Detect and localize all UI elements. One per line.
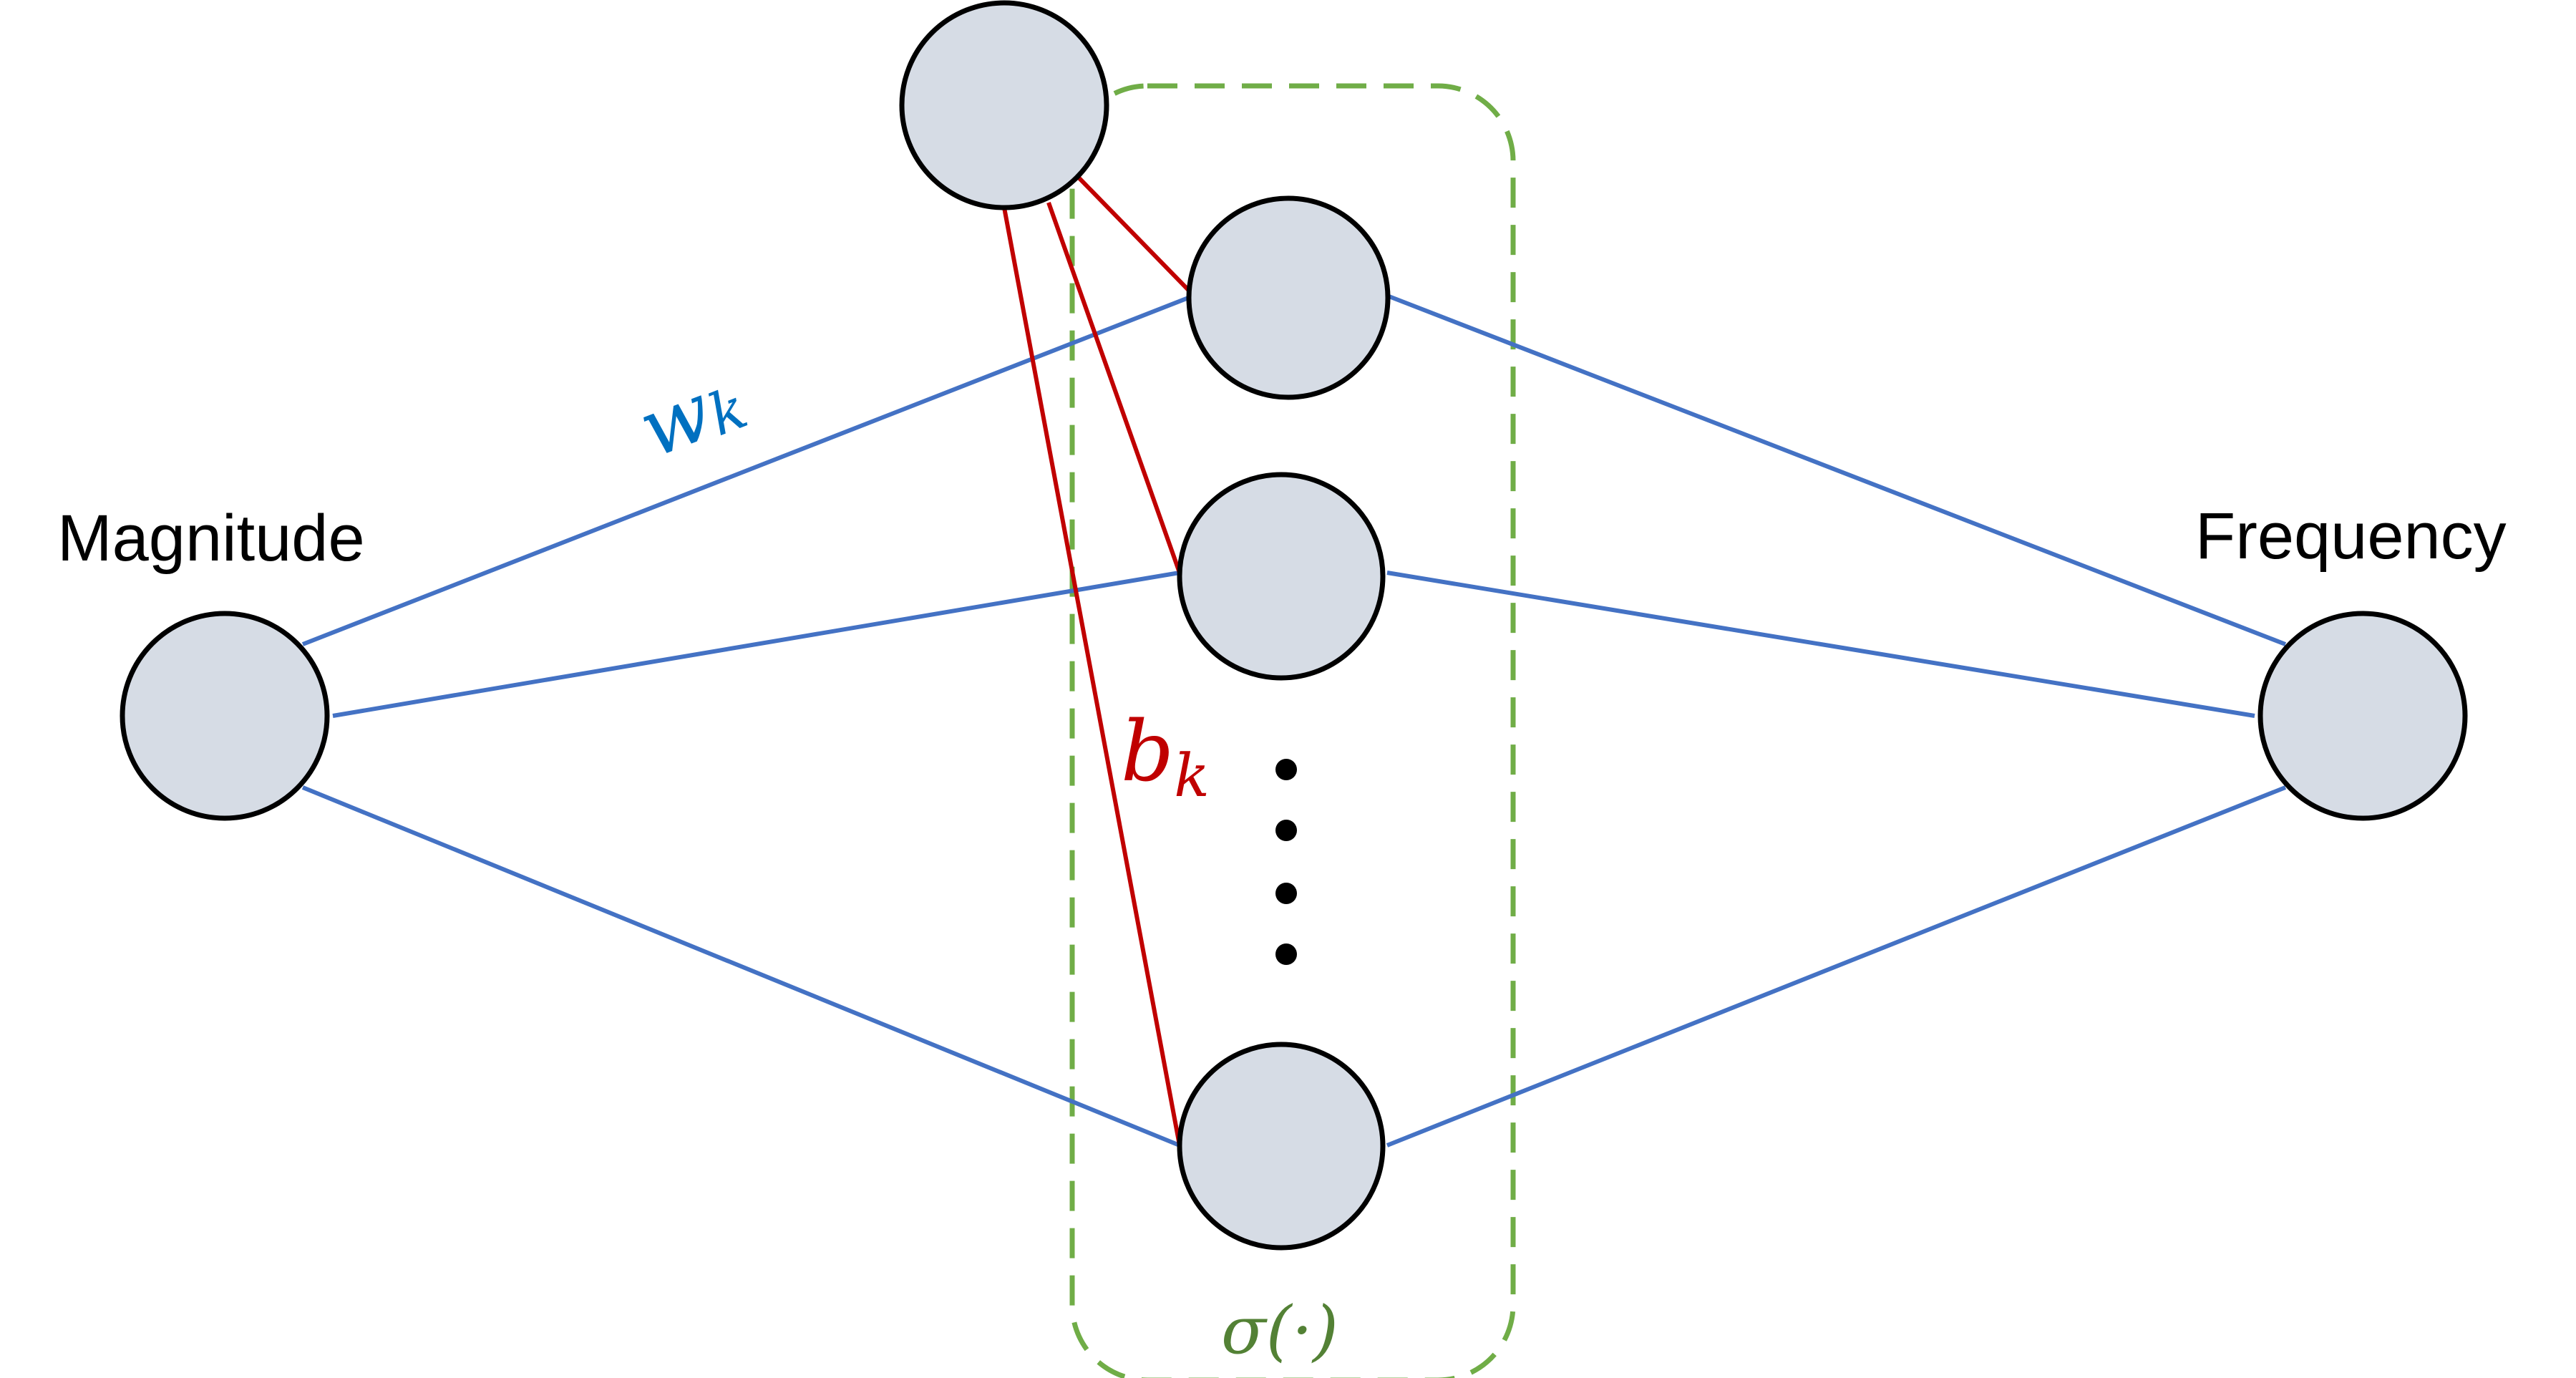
hidden-node-2 [1177,472,1386,681]
hidden-node-1 [1186,195,1391,400]
input-node [120,611,330,821]
bias-label-subscript: k [1174,742,1210,810]
weight-edge-hidden-output-2 [1386,571,2255,718]
input-label: Magnitude [57,502,365,575]
activation-box [1069,83,1516,1378]
weight-label: wk [627,352,757,476]
input-to-hidden-edges [301,293,1195,1147]
bias-edge-hidden-1 [1075,174,1196,298]
weight-edge-input-hidden-1 [301,293,1195,646]
weight-edge-input-hidden-2 [332,571,1180,718]
weight-edge-input-hidden-n [301,785,1181,1147]
ellipsis-dot-4 [1275,943,1297,965]
ellipsis-dots [1275,759,1297,965]
weight-edge-hidden-output-n [1386,785,2287,1147]
bias-edges [1002,174,1196,1146]
ellipsis-dot-2 [1275,820,1297,841]
output-label: Frequency [2195,500,2507,573]
weight-edge-hidden-output-1 [1386,293,2287,646]
hidden-to-output-edges [1386,293,2287,1147]
activation-label: σ(·) [1221,1292,1338,1369]
output-node [2257,611,2468,821]
bias-label-symbol: b [1121,704,1174,800]
ellipsis-dot-3 [1275,883,1297,904]
bias-edge-hidden-2 [1046,201,1182,574]
bias-edge-hidden-n [1002,207,1182,1146]
bias-label: bk [1121,704,1210,810]
weight-label-symbol: w [627,364,724,476]
bias-node [899,0,1109,210]
hidden-node-n [1177,1042,1386,1251]
ellipsis-dot-1 [1275,759,1297,780]
